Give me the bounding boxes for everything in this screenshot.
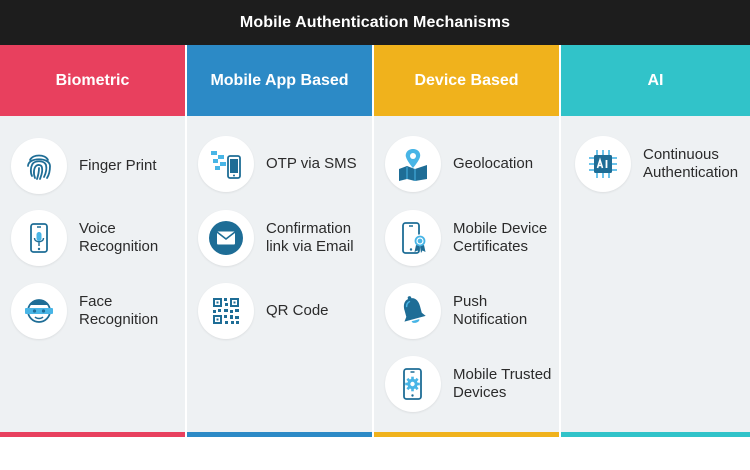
column-bottom-bar — [187, 432, 372, 437]
item-label: Voice Recognition — [79, 220, 159, 255]
item-face-recognition: Face Recognition — [11, 283, 191, 339]
diagram-title: Mobile Authentication Mechanisms — [0, 0, 750, 45]
item-confirmation-link-email: Confirmation link via Email — [198, 210, 378, 266]
item-label: Mobile Trusted Devices — [453, 366, 552, 401]
item-label: Confirmation link via Email — [266, 220, 354, 255]
sms-phone-icon — [198, 136, 254, 192]
fingerprint-icon — [11, 138, 67, 194]
item-qr-code: QR Code — [198, 283, 378, 339]
item-finger-print: Finger Print — [11, 138, 191, 194]
item-label: Geolocation — [453, 155, 534, 172]
item-label: Finger Print — [79, 157, 157, 174]
column-header-device-based: Device Based — [374, 45, 559, 116]
column-header-ai: AI — [561, 45, 750, 116]
item-mobile-device-certificates: Mobile Device Certificates — [385, 210, 565, 266]
item-label: Mobile Device Certificates — [453, 220, 548, 255]
item-label: Continuous Authentication — [643, 146, 739, 181]
item-label: Push Notification — [453, 293, 528, 328]
phone-certificate-icon — [385, 210, 441, 266]
column-bottom-bar — [561, 432, 750, 437]
email-icon — [198, 210, 254, 266]
voice-phone-icon — [11, 210, 67, 266]
item-voice-recognition: Voice Recognition — [11, 210, 191, 266]
item-geolocation: Geolocation — [385, 136, 565, 192]
map-pin-icon — [385, 136, 441, 192]
column-ai: AI Continuous Authentication — [561, 45, 750, 437]
column-mobile-app-based: Mobile App Based OTP via SMS — [187, 45, 374, 437]
phone-gear-icon — [385, 356, 441, 412]
column-biometric: Biometric Finger Print — [0, 45, 187, 437]
bell-icon — [385, 283, 441, 339]
item-push-notification: Push Notification — [385, 283, 565, 339]
item-continuous-authentication: Continuous Authentication — [575, 136, 750, 192]
face-scan-icon — [11, 283, 67, 339]
item-mobile-trusted-devices: Mobile Trusted Devices — [385, 356, 565, 412]
item-label: Face Recognition — [79, 293, 159, 328]
column-bottom-bar — [374, 432, 559, 437]
column-header-mobile-app-based: Mobile App Based — [187, 45, 372, 116]
ai-chip-icon — [575, 136, 631, 192]
item-otp-via-sms: OTP via SMS — [198, 136, 378, 192]
column-bottom-bar — [0, 432, 185, 437]
qr-code-icon — [198, 283, 254, 339]
column-device-based: Device Based Geolocation — [374, 45, 561, 437]
column-header-biometric: Biometric — [0, 45, 185, 116]
item-label: OTP via SMS — [266, 155, 357, 172]
item-label: QR Code — [266, 302, 329, 319]
